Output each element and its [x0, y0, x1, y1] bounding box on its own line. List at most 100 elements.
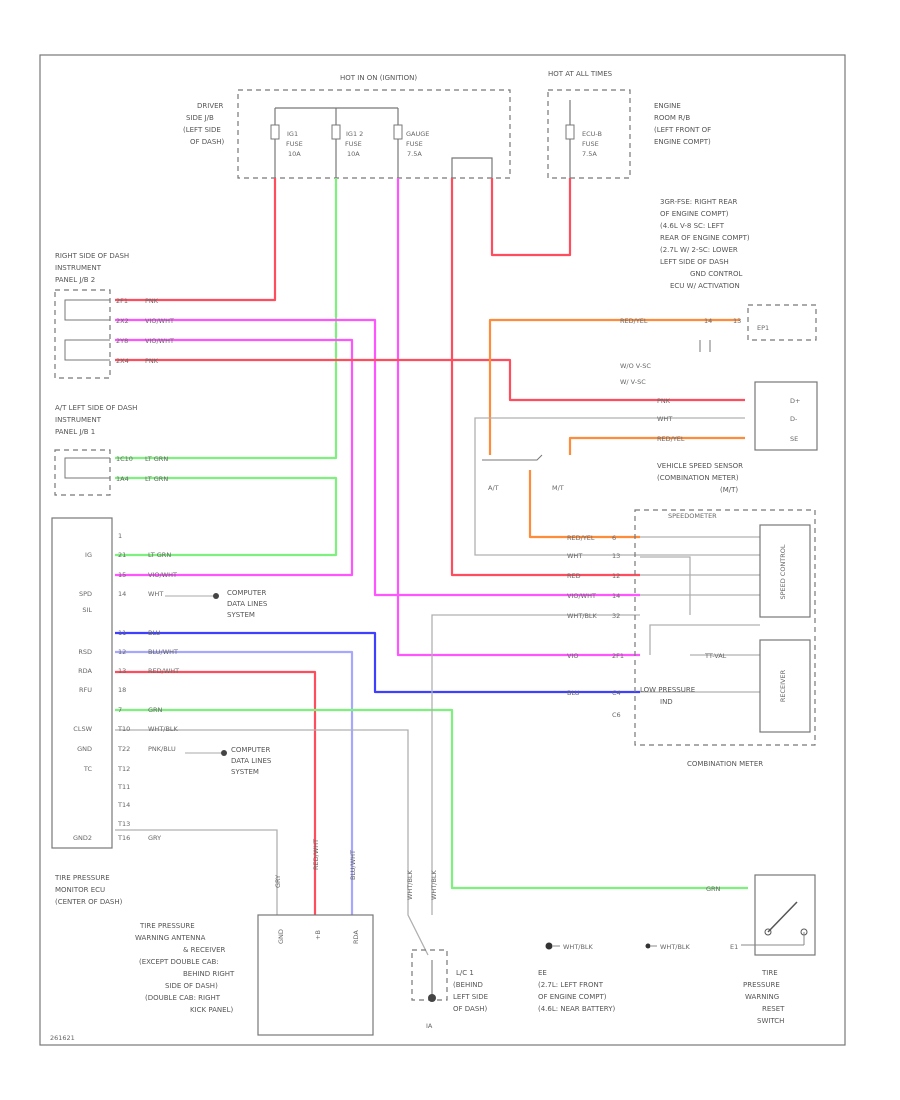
vss-note-8: ECU W/ ACTIVATION — [670, 282, 740, 290]
ip1-connector: A/T LEFT SIDE OF DASH INSTRUMENT PANEL J… — [54, 404, 168, 496]
meter-wire-1: WHT — [567, 552, 582, 560]
wire-gray-meter-wht — [431, 614, 640, 915]
ecu-pin-name-8: RFU — [79, 686, 92, 694]
ecu-pin-name-12: TC — [83, 765, 93, 773]
fuse-box-loc-2: SIDE J/B — [186, 114, 214, 122]
fuse-box-title: HOT IN ON (IGNITION) — [340, 74, 417, 82]
wire-gray-clsw — [115, 729, 429, 956]
ip2-pin-1: 2F1 — [116, 297, 128, 305]
ecu-pin-wire-11: PNK/BLU — [148, 745, 176, 753]
meter-wire-6: BLU — [567, 689, 580, 697]
ivc-label-1: W/O V-SC — [620, 362, 651, 370]
vss-note-1: 3GR-FSE: RIGHT REAR — [660, 198, 738, 206]
antenna-name-3: & RECEIVER — [183, 946, 226, 954]
ecu-pin-no-7: 13 — [118, 667, 126, 675]
reset-name-3: WARNING — [745, 993, 779, 1001]
antenna-name-6: SIDE OF DASH) — [165, 982, 218, 990]
wire-violet-ip2-a — [115, 318, 640, 597]
engine-box-loc-2: ROOM R/B — [654, 114, 690, 122]
fuse-box-loc-3: (LEFT SIDE — [183, 126, 221, 134]
ecu-pin-name-4: SIL — [82, 606, 92, 614]
wire-red-ip2-sensor — [115, 358, 745, 402]
wire-red-ecub — [490, 178, 572, 257]
ecu-pin-name-10: CLSW — [73, 725, 92, 733]
ip2-pin-4: 2X4 — [116, 357, 129, 365]
ecu-pin-wire-6: BLU/WHT — [148, 648, 178, 656]
reset-switch: GRN TIRE PRESSURE WARNING RESET SWITCH — [706, 874, 816, 1025]
wire-blue-meter — [115, 631, 640, 694]
ivc-label-2: W/ V-SC — [620, 378, 646, 386]
ecu-pin-name-7: RDA — [78, 667, 92, 675]
ecu-pin-name-1: IG — [85, 551, 92, 559]
wire-gray-sensor — [474, 417, 745, 556]
meter-pin-2: 12 — [612, 572, 620, 580]
fuse-2-label: FUSE — [345, 140, 362, 148]
ecu-pin-no-1: 21 — [118, 551, 126, 559]
combination-meter: SPEEDOMETER SPEED CONTROL RECEIVER LOW P… — [567, 509, 816, 768]
wire-red-meter — [450, 178, 640, 577]
meter-wire-4: WHT/BLK — [567, 612, 598, 620]
ep1-pin-1: 14 — [704, 317, 712, 325]
ecu-name-2: MONITOR ECU — [55, 886, 105, 894]
ee-pin: E1 — [730, 943, 738, 951]
fuse-box-loc-1: DRIVER — [197, 102, 224, 110]
wire-violet-ip2-b — [115, 338, 354, 577]
tire-pressure-antenna: GND +B RDA GRY RED/WHT BLU/WHT TIRE PRES… — [135, 839, 374, 1036]
ecu-pin-wire-1: LT GRN — [148, 551, 171, 559]
ep1-name: EP1 — [757, 324, 769, 332]
ip2-label-2: INSTRUMENT — [55, 264, 102, 272]
ecu-b-fuse-name: ECU-B — [582, 130, 602, 138]
ecu-pin-wire-7: RED/WHT — [148, 667, 179, 675]
wire-gray-spd — [640, 556, 691, 615]
fuse-box-loc-4: OF DASH) — [190, 138, 225, 146]
ip1-label-3: PANEL J/B 1 — [55, 428, 95, 436]
lg1-ground: WHT/BLK WHT/BLK L/C 1 (BEHIND LEFT SIDE … — [406, 869, 488, 1030]
ecu-pin-name-16: GND2 — [73, 834, 92, 842]
diagram-frame — [39, 54, 846, 1046]
meter-pin-4: 32 — [612, 612, 620, 620]
ecu-pin-no-6: 12 — [118, 648, 126, 656]
ecu-pin-wire-10: WHT/BLK — [148, 725, 179, 733]
wire-gray-meter-int — [649, 624, 760, 655]
sensor-pin-2: D- — [790, 415, 798, 423]
wire-lightblue-antenna — [115, 650, 354, 915]
ecu-b-fuse-rating: 7.5A — [582, 150, 597, 158]
ecu-pin-wire-5: BLU — [148, 629, 161, 637]
combination-meter-name: COMBINATION METER — [687, 760, 763, 768]
wire-green-fuse2 — [115, 178, 338, 460]
fuse-1-rating: 10A — [288, 150, 301, 158]
meter-pin-0: 6 — [612, 534, 616, 542]
ep1-connector: RED/YEL 14 13 EP1 W/O V-SC W/ V-SC — [620, 304, 817, 386]
meter-pin-6: C4 — [612, 689, 621, 697]
ecu-name-1: TIRE PRESSURE — [54, 874, 110, 882]
lg1-name-3: LEFT SIDE — [453, 993, 488, 1001]
engine-box-title: HOT AT ALL TIMES — [548, 70, 613, 78]
ecu-b-fuse-label: FUSE — [582, 140, 599, 148]
vss-note-4: REAR OF ENGINE COMPT) — [660, 234, 750, 242]
ep1-wire: RED/YEL — [620, 317, 648, 325]
tt-label: TT-VAL — [704, 652, 727, 660]
meter-pin-7: C6 — [612, 711, 621, 719]
ecu-pin-no-3: 14 — [118, 590, 126, 598]
at-label: A/T — [488, 484, 499, 492]
ip1-label-1: A/T LEFT SIDE OF DASH — [55, 404, 137, 412]
ecu-pin-name-3: SPD — [79, 590, 92, 598]
ecu-pin-no-5: 11 — [118, 629, 126, 637]
ecu-pin-no-9: 7 — [118, 706, 122, 714]
ecu-pin-no-13: T11 — [117, 783, 130, 791]
wire-green-ip1 — [115, 476, 338, 557]
antenna-wire-redwhite: RED/WHT — [312, 839, 320, 870]
ecu-pin-no-2: 15 — [118, 571, 126, 579]
wire-green-reset — [115, 708, 748, 890]
sensor-wire-3: RED/YEL — [657, 435, 685, 443]
ip1-pin-2: 1A4 — [116, 475, 129, 483]
vss-label-3: (M/T) — [720, 486, 738, 494]
fuse-3-rating: 7.5A — [407, 150, 422, 158]
wire-violet-gauge — [396, 178, 640, 657]
reset-name-4: RESET — [762, 1005, 785, 1013]
ip1-wire-2: LT GRN — [145, 475, 168, 483]
antenna-pin-gnd: GND — [277, 929, 285, 944]
fuse-2-name: IG1 2 — [346, 130, 363, 138]
